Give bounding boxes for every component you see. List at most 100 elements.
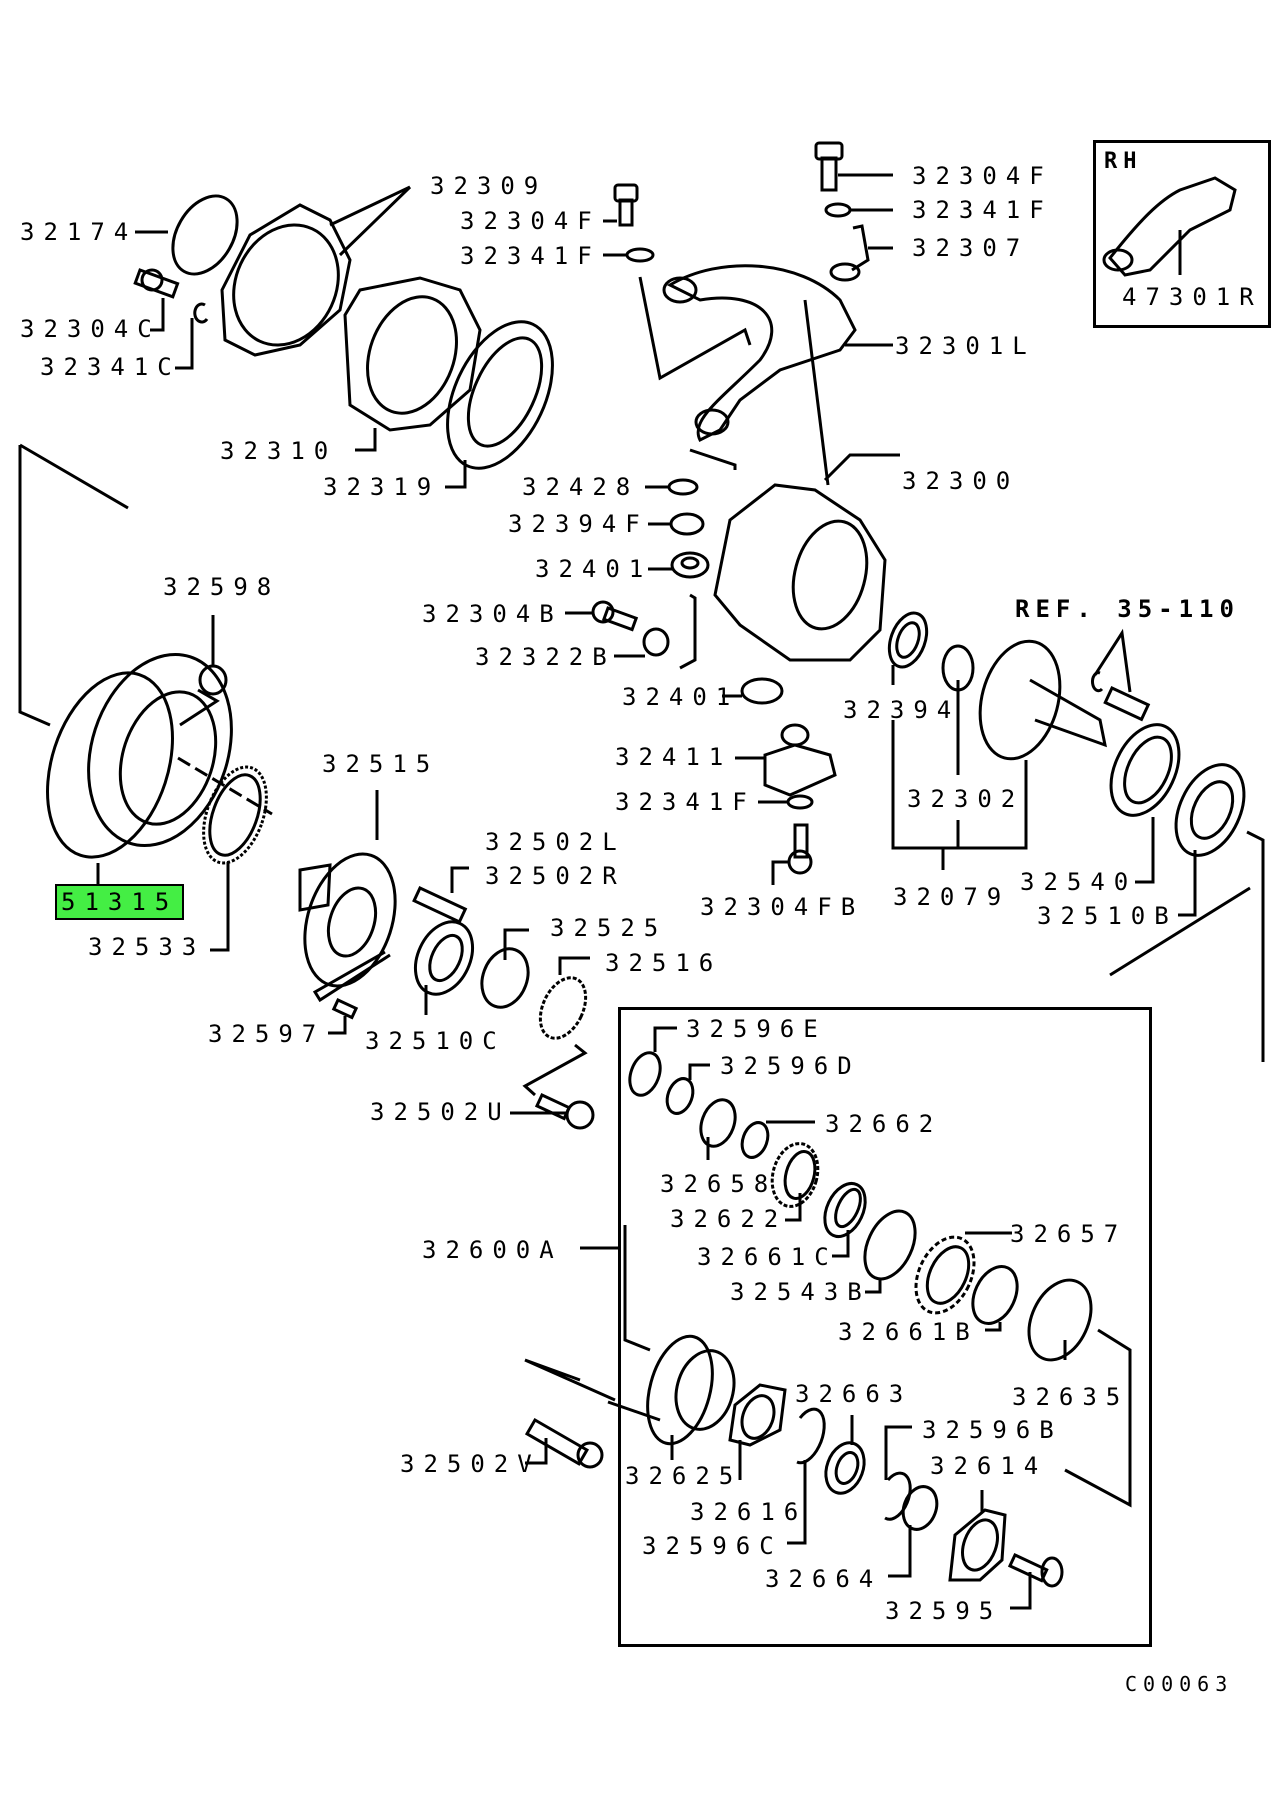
knuckle-arm-32301L-icon — [638, 264, 893, 443]
part-label-32515[interactable]: 32515 — [322, 750, 440, 778]
part-label-32304F[interactable]: 32304F — [912, 162, 1053, 190]
part-label-32341C[interactable]: 32341C — [40, 353, 181, 381]
part-label-32341F[interactable]: 32341F — [615, 788, 756, 816]
part-label-32662[interactable]: 32662 — [825, 1110, 943, 1138]
part-label-32664[interactable]: 32664 — [765, 1565, 883, 1593]
washer-32428-icon — [645, 478, 699, 496]
washer-32341F-a-icon — [603, 247, 655, 263]
bolt-32304C-icon — [133, 268, 180, 332]
leader-frame-right — [1109, 886, 1251, 977]
part-label-32525[interactable]: 32525 — [550, 914, 668, 942]
part-label-32394[interactable]: 32394 — [843, 696, 961, 724]
snap-ring-32596C-icon — [787, 1407, 826, 1545]
locking-hub-frame — [618, 1007, 1152, 1647]
part-label-32663[interactable]: 32663 — [795, 1380, 913, 1408]
reference-note[interactable]: REF. 35-110 — [1015, 595, 1240, 623]
clutch-ring-32657-icon — [914, 1231, 1012, 1315]
part-label-32341F[interactable]: 32341F — [912, 196, 1053, 224]
part-label-32502L[interactable]: 32502L — [485, 828, 626, 856]
part-label-32516[interactable]: 32516 — [605, 949, 723, 977]
nut-32525-icon — [480, 928, 530, 1009]
part-label-51315-highlighted[interactable]: 51315 — [55, 884, 185, 920]
part-label-32301L[interactable]: 32301L — [895, 332, 1036, 360]
part-label-32428[interactable]: 32428 — [522, 473, 640, 501]
part-label-32540[interactable]: 32540 — [1020, 868, 1138, 896]
part-label-32598[interactable]: 32598 — [163, 573, 281, 601]
bolt-32304F-a-icon — [603, 183, 639, 227]
part-label-32401[interactable]: 32401 — [622, 683, 740, 711]
nut-32598-icon — [198, 615, 228, 696]
part-label-32510C[interactable]: 32510C — [365, 1027, 506, 1055]
part-label-32502U[interactable]: 32502U — [370, 1098, 511, 1126]
part-label-32174[interactable]: 32174 — [20, 218, 138, 246]
bearing-32401-b-icon — [722, 677, 784, 705]
ring-32662-icon — [740, 1120, 815, 1159]
pin-32597-icon — [312, 950, 391, 1035]
hub-body-32625-icon — [524, 1225, 736, 1460]
part-label-32502R[interactable]: 32502R — [485, 862, 626, 890]
part-label-32595[interactable]: 32595 — [885, 1597, 1003, 1625]
spring-32661B-icon — [971, 1265, 1019, 1332]
washer-32394F-icon — [648, 512, 705, 536]
part-label-32543B[interactable]: 32543B — [730, 1278, 871, 1306]
part-label-32310[interactable]: 32310 — [220, 437, 338, 465]
part-label-32614[interactable]: 32614 — [930, 1452, 1048, 1480]
part-label-32300[interactable]: 32300 — [902, 467, 1020, 495]
bearing-32302-icon — [941, 644, 975, 775]
clamp-32174-icon — [135, 194, 239, 276]
part-label-32661C[interactable]: 32661C — [697, 1243, 838, 1271]
part-label-32307[interactable]: 32307 — [912, 234, 1030, 262]
part-label-32600A[interactable]: 32600A — [422, 1236, 563, 1264]
washer-32341F-b-icon — [824, 202, 893, 218]
bearing-32510B-icon — [1174, 763, 1265, 1062]
bolt-32502U-icon — [510, 1093, 595, 1130]
part-label-32596C[interactable]: 32596C — [642, 1532, 783, 1560]
rh-inset: RH — [1093, 140, 1271, 328]
part-label-32657[interactable]: 32657 — [1010, 1220, 1128, 1248]
part-label-32304B[interactable]: 32304B — [422, 600, 563, 628]
nut-32322B-icon — [614, 593, 697, 670]
part-label-32304C[interactable]: 32304C — [20, 315, 161, 343]
part-label-32596B[interactable]: 32596B — [922, 1416, 1063, 1444]
lock-washer-32516-icon — [522, 956, 590, 1097]
part-label-32616[interactable]: 32616 — [690, 1498, 808, 1526]
bolt-32304B-icon — [565, 600, 639, 632]
part-label-32341F[interactable]: 32341F — [460, 242, 601, 270]
part-label-32304F[interactable]: 32304F — [460, 207, 601, 235]
part-label-32533[interactable]: 32533 — [88, 933, 206, 961]
part-label-32661B[interactable]: 32661B — [838, 1318, 979, 1346]
brake-drum-51315-icon — [18, 443, 273, 885]
part-label-32309[interactable]: 32309 — [430, 172, 548, 200]
part-label-32302[interactable]: 32302 — [907, 785, 1025, 813]
part-label-32502V[interactable]: 32502V — [400, 1450, 541, 1478]
part-label-32401[interactable]: 32401 — [535, 555, 653, 583]
part-label-32596D[interactable]: 32596D — [720, 1052, 861, 1080]
part-label-32411[interactable]: 32411 — [615, 743, 733, 771]
clip-32341C-icon — [175, 302, 209, 370]
inset-title: RH — [1104, 149, 1143, 174]
part-label-32510B[interactable]: 32510B — [1037, 902, 1178, 930]
ring-32596D-icon — [665, 1063, 710, 1115]
part-label-32596E[interactable]: 32596E — [686, 1015, 827, 1043]
part-label-32658[interactable]: 32658 — [660, 1170, 778, 1198]
bearing-32622-icon — [770, 1142, 820, 1222]
washer-32341F-c-icon — [758, 794, 814, 810]
spring-32661C-icon — [823, 1182, 867, 1258]
part-label-32079[interactable]: 32079 — [893, 883, 1011, 911]
bracket-32307-icon — [829, 224, 893, 282]
part-label-32304FB[interactable]: 32304FB — [700, 893, 865, 921]
part-label-32597[interactable]: 32597 — [208, 1020, 326, 1048]
seal-32319-icon — [445, 320, 554, 489]
part-label-47301R[interactable]: 47301R — [1122, 283, 1263, 311]
knuckle-housing-32300-icon — [689, 299, 900, 662]
bracket-32411-icon — [735, 723, 837, 797]
part-label-32319[interactable]: 32319 — [323, 473, 441, 501]
part-label-32622[interactable]: 32622 — [670, 1205, 788, 1233]
part-label-32625[interactable]: 32625 — [625, 1462, 743, 1490]
ring-32658-icon — [699, 1098, 737, 1160]
part-label-32322B[interactable]: 32322B — [475, 643, 616, 671]
part-label-32635[interactable]: 32635 — [1012, 1383, 1130, 1411]
part-label-32394F[interactable]: 32394F — [508, 510, 649, 538]
